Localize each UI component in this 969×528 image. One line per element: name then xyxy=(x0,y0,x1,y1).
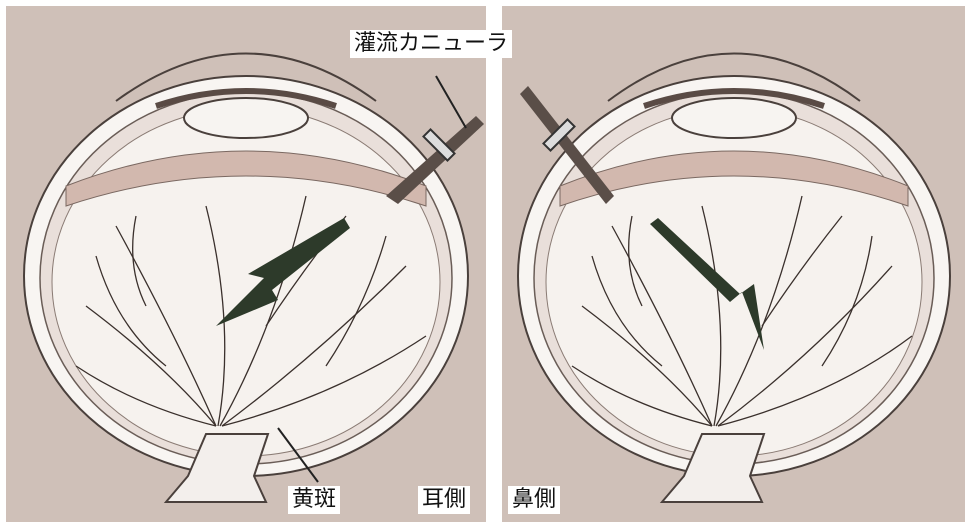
nasal-side-label: 鼻側 xyxy=(508,486,560,514)
right-eye-panel xyxy=(502,6,969,522)
left-eye-panel xyxy=(6,6,486,522)
right-eye-diagram xyxy=(502,6,965,522)
lens xyxy=(184,98,308,138)
macula-label: 黄斑 xyxy=(288,486,340,514)
left-eye-diagram xyxy=(6,6,486,522)
cannula-label: 灌流カニューラ xyxy=(350,30,512,58)
lens xyxy=(672,98,796,138)
temporal-side-label: 耳側 xyxy=(418,486,470,514)
